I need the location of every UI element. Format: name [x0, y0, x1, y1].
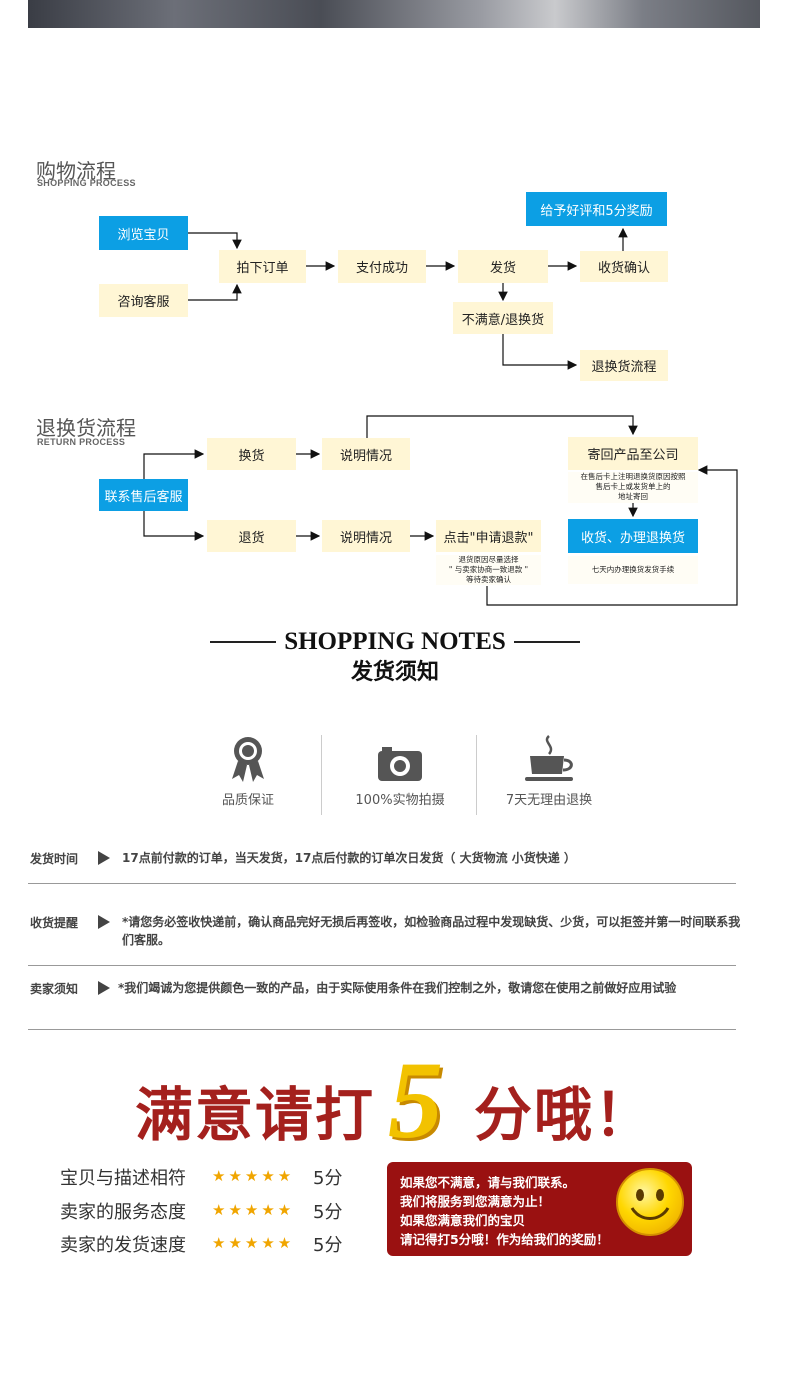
feature-label: 7天无理由退换 [505, 793, 593, 808]
receive-step: 收货确认 [580, 251, 668, 282]
header-rule-right [513, 641, 580, 643]
feature-divider [321, 735, 322, 815]
row-label: 收货提醒 [30, 916, 79, 930]
order-step: 拍下订单 [219, 250, 306, 283]
apply-refund-step: 点击"申请退款" [436, 520, 541, 552]
message-line: 我们将服务到您满意为止！ [400, 1194, 551, 1209]
return-flow-step: 退换货流程 [580, 350, 668, 381]
header-rule-left [210, 641, 277, 643]
apply-note-line: " 与卖家协商一致退款 " [448, 565, 529, 574]
shopping-process-subtitle: SHOPPING PROCESS [37, 178, 136, 188]
rating-five: 5 [388, 1039, 443, 1161]
apply-note-line: 退货原因尽量选择 [458, 555, 519, 564]
coffee-cup-icon [474, 734, 624, 788]
smiley-face-icon [616, 1168, 684, 1236]
consult-step: 咨询客服 [99, 284, 188, 317]
rating-score: 5分 [313, 1235, 343, 1256]
apply-note-line: 等待卖家确认 [466, 575, 511, 584]
handle-exchange-step: 收货、办理退换货 [568, 519, 698, 553]
rating-headline-left: 满意请打 [135, 1081, 376, 1149]
row-label: 发货时间 [30, 852, 79, 866]
exchange-step: 换货 [207, 438, 296, 470]
notes-title-en: SHOPPING NOTES [284, 628, 506, 655]
apply-refund-note: 退货原因尽量选择 " 与卖家协商一致退款 " 等待卖家确认 [436, 555, 541, 585]
notes-title-cn: 发货须知 [350, 660, 439, 685]
explain-refund-step: 说明情况 [322, 520, 410, 552]
refund-step: 退货 [207, 520, 296, 552]
row-label: 卖家须知 [30, 982, 79, 996]
rating-item-label: 卖家的服务态度 [60, 1202, 186, 1223]
play-arrow-icon [98, 915, 110, 929]
row-divider [28, 1029, 736, 1030]
message-line: 如果您不满意，请与我们联系。 [400, 1175, 576, 1190]
row-divider [28, 965, 736, 966]
row-divider [28, 883, 736, 884]
camera-icon [325, 745, 475, 787]
feature-divider [476, 735, 477, 815]
handle-exchange-note: 七天内办理换货发货手续 [568, 556, 698, 584]
rating-score: 5分 [313, 1168, 343, 1189]
star-rating-icon: ★★★★★ [212, 1201, 295, 1219]
mail-back-note: 在售后卡上注明退换货原因按照 售后卡上或发货单上的 地址寄回 [568, 472, 698, 503]
rating-headline-right: 分哦！ [474, 1081, 655, 1149]
play-arrow-icon [98, 851, 110, 865]
award-ribbon-icon [173, 735, 323, 787]
feature-label: 品质保证 [221, 793, 274, 808]
mail-note-line: 地址寄回 [618, 492, 648, 501]
rating-item-label: 卖家的发货速度 [60, 1235, 186, 1256]
row-text: 17点前付款的订单，当天发货，17点后付款的订单次日发货（ 大货物流 小货快递 … [122, 851, 576, 865]
return-process-subtitle: RETURN PROCESS [37, 437, 126, 447]
row-text: *请您务必签收快递前，确认商品完好无损后再签收，如检验商品过程中发现缺货、少货，… [122, 915, 741, 947]
feature-label: 100%实物拍摄 [355, 793, 445, 808]
rating-score: 5分 [313, 1202, 343, 1223]
play-arrow-icon [98, 981, 110, 995]
contact-service-step: 联系售后客服 [99, 479, 188, 511]
unhappy-step: 不满意/退换货 [453, 302, 553, 334]
star-rating-icon: ★★★★★ [212, 1234, 295, 1252]
mail-note-line: 在售后卡上注明退换货原因按照 [580, 472, 686, 481]
top-banner-image [28, 0, 760, 28]
review-step: 给予好评和5分奖励 [526, 192, 667, 226]
row-text: *我们竭诚为您提供颜色一致的产品，由于实际使用条件在我们控制之外，敬请您在使用之… [118, 981, 677, 995]
shopping-process-title: 购物流程 [36, 159, 116, 183]
rating-item-label: 宝贝与描述相符 [60, 1168, 186, 1189]
return-process-title: 退换货流程 [36, 416, 136, 440]
message-line: 如果您满意我们的宝贝 [400, 1213, 526, 1228]
message-line: 请记得打5分哦！作为给我们的奖励！ [400, 1232, 609, 1247]
browse-step: 浏览宝贝 [99, 216, 188, 250]
ship-step: 发货 [458, 250, 548, 283]
mail-back-step: 寄回产品至公司 [568, 437, 698, 470]
explain-exchange-step: 说明情况 [322, 438, 410, 470]
star-rating-icon: ★★★★★ [212, 1167, 295, 1185]
paid-step: 支付成功 [338, 250, 426, 283]
mail-note-line: 售后卡上或发货单上的 [595, 482, 671, 491]
shopping-notes-header: SHOPPING NOTES 发货须知 [0, 628, 790, 686]
